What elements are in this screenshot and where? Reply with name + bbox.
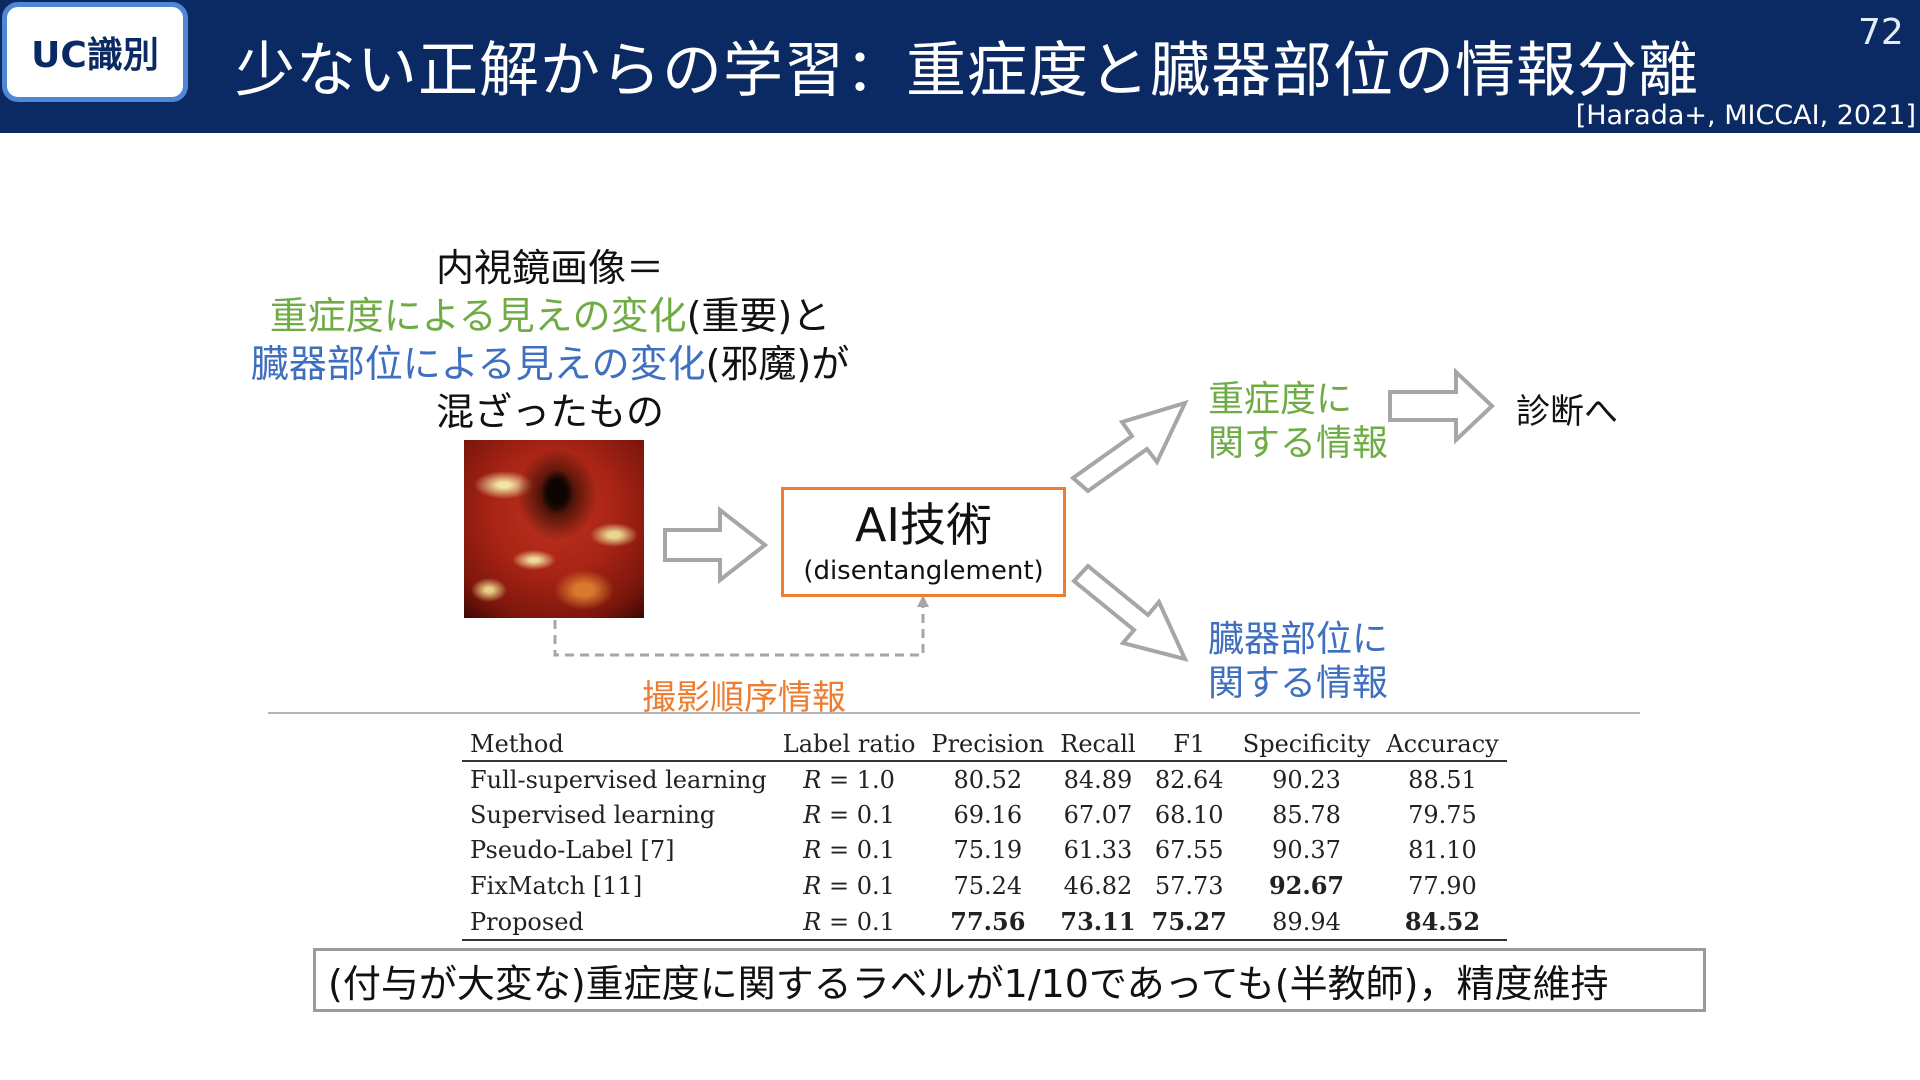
- ratio-value: = 1.0: [821, 766, 895, 794]
- ratio-variable: R: [803, 836, 821, 864]
- method-cell: Supervised learning: [462, 797, 775, 832]
- column-header: Accuracy: [1378, 725, 1506, 761]
- table-row: Proposed R = 0.1 77.56 73.11 75.27 89.94…: [462, 903, 1507, 940]
- conclusion-box: (付与が大変な)重症度に関するラベルが1/10であっても(半教師)，精度維持: [313, 948, 1706, 1012]
- table-row: Full-supervised learning R = 1.0 80.52 8…: [462, 761, 1507, 797]
- column-header: F1: [1144, 725, 1235, 761]
- ratio-variable: R: [803, 766, 821, 794]
- accuracy-cell: 81.10: [1378, 832, 1506, 867]
- column-header: Specificity: [1235, 725, 1378, 761]
- ratio-cell: R = 1.0: [775, 761, 924, 797]
- ai-technique-title: AI技術: [784, 498, 1063, 552]
- ai-technique-box: AI技術 (disentanglement): [781, 487, 1066, 597]
- ratio-value: = 0.1: [821, 908, 895, 936]
- recall-cell: 46.82: [1052, 867, 1143, 903]
- recall-cell: 84.89: [1052, 761, 1143, 797]
- ai-technique-subtitle: (disentanglement): [784, 556, 1063, 586]
- organ-info-line-2: 関する情報: [1208, 662, 1388, 706]
- recall-cell: 61.33: [1052, 832, 1143, 867]
- ratio-value: = 0.1: [821, 801, 895, 829]
- method-cell: Pseudo-Label [7]: [462, 832, 775, 867]
- table-row: Pseudo-Label [7] R = 0.1 75.19 61.33 67.…: [462, 832, 1507, 867]
- specificity-cell: 92.67: [1235, 867, 1378, 903]
- accuracy-cell: 77.90: [1378, 867, 1506, 903]
- ratio-cell: R = 0.1: [775, 797, 924, 832]
- f1-cell: 75.27: [1144, 903, 1235, 940]
- ratio-cell: R = 0.1: [775, 867, 924, 903]
- precision-cell: 77.56: [923, 903, 1052, 940]
- recall-cell: 73.11: [1052, 903, 1143, 940]
- ratio-cell: R = 0.1: [775, 832, 924, 867]
- method-cell: FixMatch [11]: [462, 867, 775, 903]
- sequence-feedback-line: [555, 605, 923, 655]
- results-table: Method Label ratio Precision Recall F1 S…: [462, 725, 1507, 941]
- f1-cell: 68.10: [1144, 797, 1235, 832]
- ratio-value: = 0.1: [821, 836, 895, 864]
- ratio-value: = 0.1: [821, 872, 895, 900]
- accuracy-cell: 84.52: [1378, 903, 1506, 940]
- f1-cell: 67.55: [1144, 832, 1235, 867]
- precision-cell: 80.52: [923, 761, 1052, 797]
- f1-cell: 57.73: [1144, 867, 1235, 903]
- severity-info-line-1: 重症度に: [1208, 378, 1388, 422]
- severity-info-line-2: 関する情報: [1208, 422, 1388, 466]
- table-row: FixMatch [11] R = 0.1 75.24 46.82 57.73 …: [462, 867, 1507, 903]
- precision-cell: 75.24: [923, 867, 1052, 903]
- organ-info-label: 臓器部位に 関する情報: [1208, 618, 1388, 706]
- diagnosis-arrow: [1390, 372, 1492, 440]
- column-header: Precision: [923, 725, 1052, 761]
- ratio-cell: R = 0.1: [775, 903, 924, 940]
- accuracy-cell: 88.51: [1378, 761, 1506, 797]
- specificity-cell: 89.94: [1235, 903, 1378, 940]
- severity-arrow: [1073, 403, 1185, 491]
- input-arrow: [665, 510, 765, 580]
- f1-cell: 82.64: [1144, 761, 1235, 797]
- column-header: Recall: [1052, 725, 1143, 761]
- ratio-variable: R: [803, 908, 821, 936]
- ratio-variable: R: [803, 801, 821, 829]
- ratio-variable: R: [803, 872, 821, 900]
- organ-arrow: [1074, 566, 1185, 659]
- method-cell: Proposed: [462, 903, 775, 940]
- column-header: Label ratio: [775, 725, 924, 761]
- recall-cell: 67.07: [1052, 797, 1143, 832]
- table-row: Supervised learning R = 0.1 69.16 67.07 …: [462, 797, 1507, 832]
- specificity-cell: 90.23: [1235, 761, 1378, 797]
- severity-info-label: 重症度に 関する情報: [1208, 378, 1388, 466]
- organ-info-line-1: 臓器部位に: [1208, 618, 1388, 662]
- diagnosis-label: 診断へ: [1516, 384, 1618, 433]
- precision-cell: 75.19: [923, 832, 1052, 867]
- specificity-cell: 90.37: [1235, 832, 1378, 867]
- horizontal-rule: [268, 712, 1640, 714]
- accuracy-cell: 79.75: [1378, 797, 1506, 832]
- precision-cell: 69.16: [923, 797, 1052, 832]
- specificity-cell: 85.78: [1235, 797, 1378, 832]
- method-cell: Full-supervised learning: [462, 761, 775, 797]
- column-header: Method: [462, 725, 775, 761]
- table-header-row: Method Label ratio Precision Recall F1 S…: [462, 725, 1507, 761]
